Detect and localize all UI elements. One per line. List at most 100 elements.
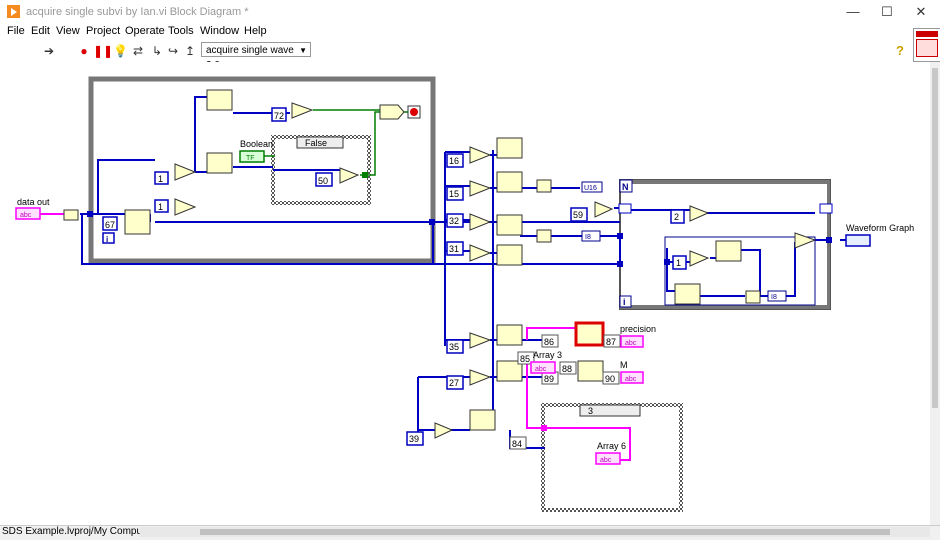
menu-file[interactable]: File — [7, 25, 25, 37]
while-loop-frame[interactable] — [88, 76, 436, 264]
menu-tools[interactable]: Tools — [168, 25, 194, 37]
add-node-12[interactable] — [689, 250, 710, 267]
m-terminal[interactable] — [620, 371, 644, 384]
pause-icon[interactable]: ❚❚ — [93, 44, 114, 58]
equal-node-2[interactable] — [339, 167, 360, 184]
loop-count-terminal[interactable] — [619, 179, 633, 193]
menu-operate[interactable]: Operate — [125, 25, 165, 37]
menu-edit[interactable]: Edit — [31, 25, 50, 37]
const-2: 2 — [674, 212, 679, 222]
menu-bar: File Edit View Project Operate Tools Win… — [0, 24, 910, 40]
add-node-10[interactable] — [594, 201, 614, 218]
vi-icon-banner — [916, 31, 938, 37]
add-node-2[interactable] — [174, 198, 197, 216]
context-help-icon[interactable]: ? — [896, 43, 904, 58]
horizontal-scrollbar[interactable] — [140, 527, 930, 537]
const-32: 32 — [449, 216, 459, 226]
string-terminals[interactable] — [15, 207, 644, 465]
subvi-node-2[interactable] — [206, 152, 233, 174]
case-selector-false[interactable] — [296, 136, 344, 149]
subvi-node-5[interactable] — [496, 171, 523, 193]
retain-wire-values-icon[interactable]: ⇄ — [132, 44, 144, 58]
font-select[interactable]: acquire single wave 2.0 ▼ — [201, 42, 311, 71]
function-nodes[interactable] — [174, 102, 817, 439]
vertical-scrollbar[interactable] — [930, 62, 940, 525]
highlight-execution-icon[interactable]: 💡 — [113, 44, 128, 58]
minimize-button[interactable]: — — [846, 4, 860, 19]
const-67: 67 — [105, 220, 115, 230]
array6-terminal[interactable] — [595, 452, 621, 465]
vertical-scroll-thumb[interactable] — [932, 68, 938, 408]
step-into-icon[interactable]: ↳ — [151, 44, 163, 58]
conversion-nodes[interactable] — [63, 179, 761, 304]
case-label-false: False — [305, 138, 327, 148]
data-out-terminal[interactable] — [15, 207, 41, 220]
subvi-node-8[interactable] — [496, 324, 523, 346]
add-node-9[interactable] — [434, 422, 454, 439]
add-node-6[interactable] — [469, 244, 492, 262]
vi-icon[interactable] — [913, 28, 940, 62]
step-over-icon[interactable]: ↪ — [167, 44, 179, 58]
labview-app-icon — [7, 5, 20, 18]
close-button[interactable]: ✕ — [915, 4, 927, 19]
label-array3: Array 3 — [533, 350, 562, 360]
subvi-node-1[interactable] — [206, 89, 233, 111]
add-node-7[interactable] — [469, 332, 492, 349]
convert-node-3[interactable] — [745, 290, 761, 304]
shift-register-left[interactable] — [618, 203, 632, 214]
and-node[interactable] — [379, 104, 405, 120]
add-node-8[interactable] — [469, 369, 492, 386]
index-constants[interactable] — [509, 334, 621, 450]
subvi-node-9[interactable] — [496, 360, 523, 382]
maximize-button[interactable]: ☐ — [881, 4, 893, 19]
menu-help[interactable]: Help — [244, 25, 267, 37]
menu-project[interactable]: Project — [86, 25, 121, 37]
const-1c: 1 — [676, 258, 681, 268]
loop-iteration-terminal[interactable] — [619, 295, 632, 308]
project-path: SDS Example.lvproj/My Computer — [2, 526, 154, 537]
run-arrow-icon[interactable]: ➔ — [43, 44, 55, 58]
abort-icon[interactable]: ● — [80, 44, 88, 58]
const-15: 15 — [449, 189, 459, 199]
add-node-11[interactable] — [689, 205, 710, 222]
add-node-5[interactable] — [469, 213, 492, 231]
subvi-node-13[interactable] — [577, 360, 604, 382]
precision-type: abc — [625, 340, 637, 347]
convert-node-2[interactable] — [536, 229, 552, 243]
convert-node-1[interactable] — [536, 179, 552, 193]
subvi-node-3[interactable] — [124, 209, 151, 235]
precision-terminal[interactable] — [620, 335, 644, 348]
horizontal-scroll-thumb[interactable] — [200, 529, 890, 535]
array6-type: abc — [600, 457, 612, 464]
add-node-4[interactable] — [469, 180, 492, 197]
shift-register-right[interactable] — [819, 203, 833, 214]
numeric-constants[interactable] — [102, 107, 687, 446]
const-31: 31 — [449, 244, 459, 254]
convert-node-0[interactable] — [63, 209, 79, 221]
add-node-3[interactable] — [469, 146, 492, 164]
diagram-canvas[interactable]: False N i 3 — [0, 62, 930, 525]
block-diagram[interactable]: False N i 3 — [0, 62, 930, 525]
subvi-nodes[interactable] — [124, 89, 742, 431]
add-node-13[interactable] — [794, 232, 817, 249]
subvi-node-selected[interactable] — [574, 321, 605, 347]
vi-icon-wave — [916, 39, 938, 57]
subvi-node-11[interactable] — [715, 240, 742, 262]
subvi-node-12[interactable] — [674, 283, 701, 305]
subvi-node-6[interactable] — [496, 214, 523, 236]
step-out-icon[interactable]: ↥ — [184, 44, 196, 58]
loop-iteration-label: i — [623, 297, 626, 307]
boolean-terminal[interactable] — [239, 150, 265, 163]
waveform-graph-terminal[interactable] — [845, 234, 871, 247]
subvi-node-10[interactable] — [469, 409, 496, 431]
i8-indicator-1 — [581, 230, 601, 242]
menu-view[interactable]: View — [56, 25, 80, 37]
menu-window[interactable]: Window — [200, 25, 240, 37]
add-node-1[interactable] — [174, 163, 197, 181]
case-selector-3[interactable] — [579, 404, 641, 417]
subvi-node-7[interactable] — [496, 244, 523, 266]
subvi-node-4[interactable] — [496, 137, 523, 159]
array3-type: abc — [535, 366, 547, 373]
equal-node-1[interactable] — [291, 102, 314, 119]
array3-terminal[interactable] — [530, 361, 556, 374]
